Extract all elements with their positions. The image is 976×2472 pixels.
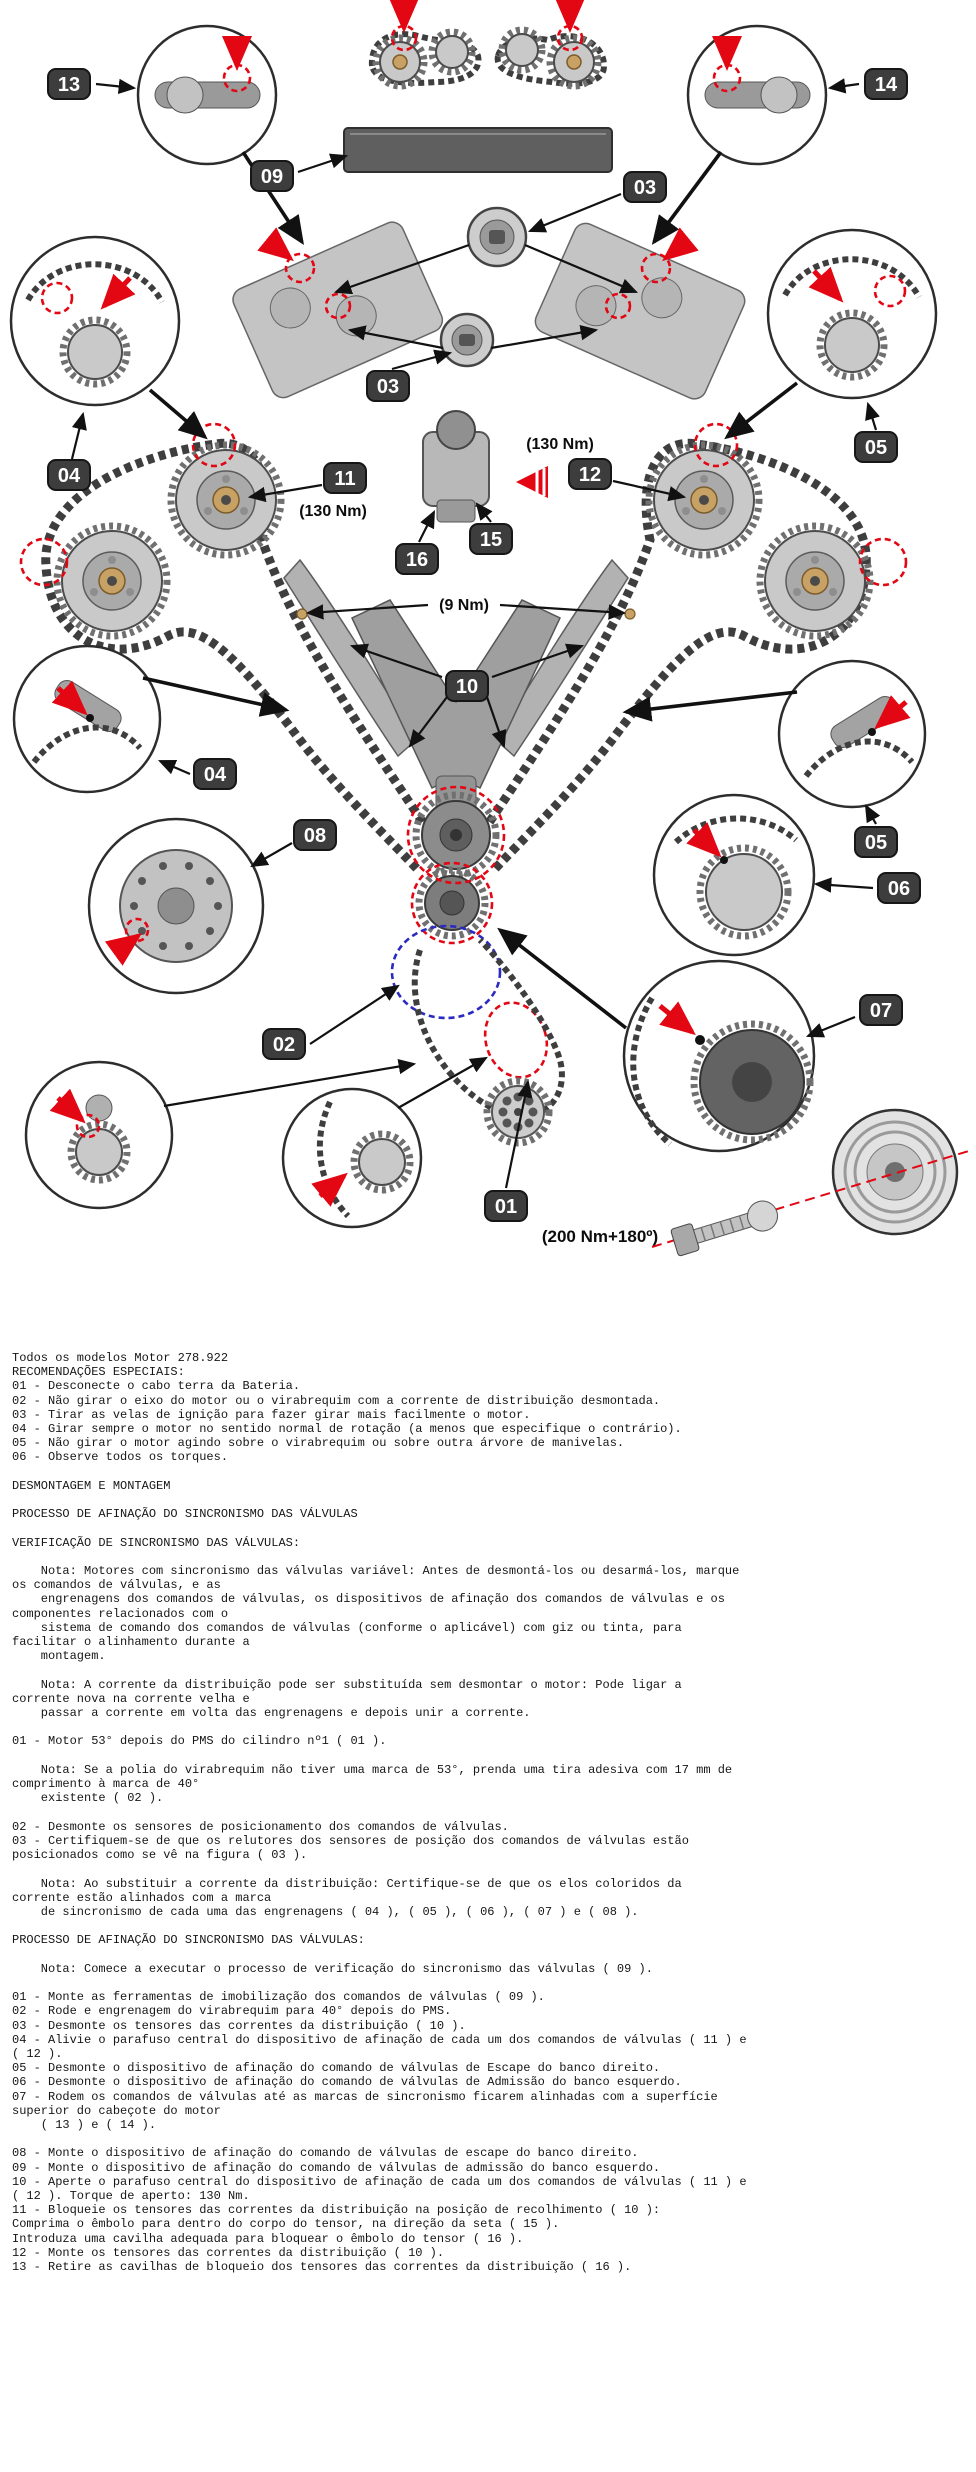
detail-bubble-sprocket-right — [652, 793, 816, 957]
callout-badge-12: 12 — [568, 458, 612, 490]
svg-text:14: 14 — [875, 74, 898, 96]
svg-text:13: 13 — [58, 74, 80, 96]
svg-text:06: 06 — [888, 878, 910, 900]
detail-bubble-cam-phaser — [87, 817, 265, 995]
callout-badge-16: 16 — [395, 543, 439, 575]
cam-gear-left-intake — [53, 522, 171, 640]
callout-badge-08: 08 — [293, 819, 337, 851]
right-cylinder-head — [534, 222, 746, 400]
crank-sprocket-lower — [415, 866, 489, 940]
detail-bubble-tensioner-left — [12, 644, 162, 794]
svg-text:10: 10 — [456, 676, 478, 698]
oil-pump-chain — [411, 937, 565, 1119]
callout-badge-13: 13 — [47, 68, 91, 100]
svg-text:04: 04 — [58, 465, 81, 487]
callout-badge-03-mid: 03 — [366, 370, 410, 402]
engine-timing-figure: 13 14 09 03 03 04 05 11 12 16 15 10 04 0… — [9, 0, 973, 1257]
detail-bubble-cam-right — [686, 24, 828, 166]
crank-mark-lower — [410, 861, 494, 945]
callout-badge-03-top: 03 — [623, 171, 667, 203]
svg-text:08: 08 — [304, 825, 326, 847]
guide-bolt-left — [296, 608, 308, 620]
callout-badge-15: 15 — [469, 523, 513, 555]
svg-text:15: 15 — [480, 529, 502, 551]
timing-mark-right-exhaust — [693, 422, 739, 468]
timing-chains — [41, 438, 871, 876]
callout-badge-11: 11 — [323, 462, 367, 494]
svg-text:05: 05 — [865, 437, 887, 459]
detail-bubble-tensioner-right — [777, 659, 927, 809]
svg-text:09: 09 — [261, 166, 283, 188]
callout-badge-10: 10 — [445, 670, 489, 702]
guide-bolt-right — [624, 608, 636, 620]
torque-label-cam-right: (130 Nm) — [526, 436, 594, 453]
timing-chain-diagram: 13 14 09 03 03 04 05 11 12 16 15 10 04 0… — [9, 0, 973, 1257]
callout-badge-06: 06 — [877, 872, 921, 904]
cam-mark-left-a — [284, 252, 316, 284]
cam-gear-right-intake — [756, 522, 874, 640]
svg-text:04: 04 — [204, 764, 227, 786]
detail-bubble-pump-left — [24, 1060, 174, 1210]
crank-sprocket-upper — [412, 791, 500, 879]
cam-gear-left-exhaust — [167, 441, 285, 559]
callout-badge-02: 02 — [262, 1028, 306, 1060]
torque-label-guide-bolts: (9 Nm) — [439, 597, 489, 614]
leader-arrows — [70, 78, 881, 1189]
timing-mark-left-intake — [19, 537, 69, 587]
callout-badge-14: 14 — [864, 68, 908, 100]
red-compress-arrow — [516, 466, 548, 498]
svg-text:11: 11 — [334, 468, 355, 490]
timing-mark-right-intake — [858, 537, 908, 587]
callout-badge-07: 07 — [859, 994, 903, 1026]
detail-bubble-cam-left — [136, 24, 278, 166]
svg-text:01: 01 — [495, 1196, 517, 1218]
svg-text:03: 03 — [377, 376, 399, 398]
cam-gear-right-exhaust — [645, 441, 763, 559]
red-arrow-right-head — [662, 227, 699, 262]
procedure-text-section: Todos os modelos Motor 278.922 RECOMENDA… — [0, 1345, 976, 2286]
manual-body: Todos os modelos Motor 278.922 RECOMENDA… — [12, 1351, 747, 2274]
callout-badge-05-lower: 05 — [854, 826, 898, 858]
detail-bubble-chain-mark-bottom — [281, 1087, 423, 1229]
chain-tensioner-tool — [422, 410, 548, 523]
timing-mark-left-exhaust — [191, 422, 237, 468]
svg-text:07: 07 — [870, 1000, 892, 1022]
cam-sensor-reluctor-bottom — [439, 312, 495, 368]
crank-mark-upper — [406, 785, 506, 885]
oil-pump-mark — [483, 1001, 549, 1079]
svg-text:02: 02 — [273, 1034, 295, 1056]
callout-badge-04-upper: 04 — [47, 459, 91, 491]
torque-label-cam-left: (130 Nm) — [299, 503, 367, 520]
crank-pulley — [831, 1108, 959, 1236]
cam-sensor-reluctor-top — [466, 206, 528, 268]
svg-text:05: 05 — [865, 832, 887, 854]
detail-bubble-crank-chain — [622, 959, 816, 1153]
detail-bubble-chain-left — [9, 235, 181, 407]
detail-bubble-chain-right — [766, 228, 938, 400]
callout-badge-05-upper: 05 — [854, 431, 898, 463]
callout-badge-04-lower: 04 — [193, 758, 237, 790]
cam-mark-right-b — [604, 292, 632, 320]
crank-bolt — [670, 1200, 779, 1257]
torque-label-crank-bolt: (200 Nm+180º) — [542, 1227, 658, 1246]
upper-cam-chain-assembly — [368, 0, 607, 90]
callout-badge-01: 01 — [484, 1190, 528, 1222]
left-cylinder-head — [232, 221, 444, 399]
svg-text:12: 12 — [579, 464, 601, 486]
svg-text:16: 16 — [406, 549, 428, 571]
callout-badge-09: 09 — [250, 160, 294, 192]
cam-mark-right-a — [640, 252, 672, 284]
crank-mark-blue — [390, 924, 502, 1020]
cam-mark-left-b — [324, 292, 352, 320]
valve-cover — [343, 127, 613, 173]
red-arrow-left-head — [257, 227, 294, 262]
svg-text:03: 03 — [634, 177, 656, 199]
